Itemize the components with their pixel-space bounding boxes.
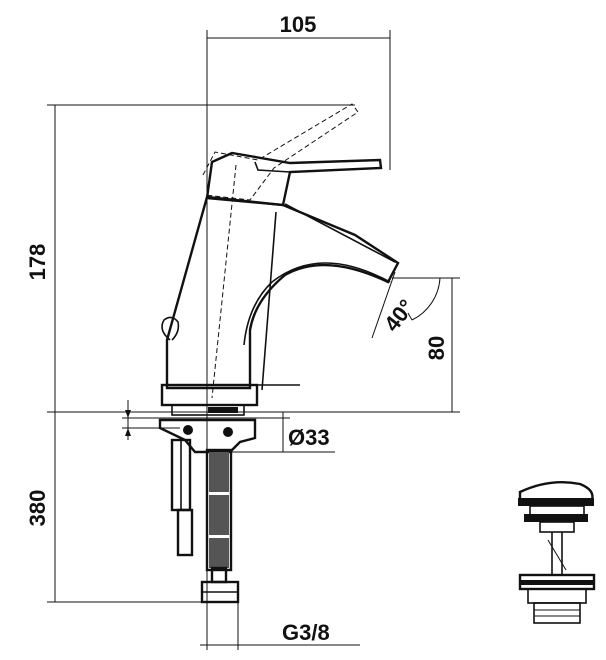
dimension-label-380: 380	[25, 490, 50, 527]
faucet-body	[160, 103, 400, 416]
dimension-angle-spout: 40°	[371, 271, 441, 339]
dimension-hose-length: 380	[25, 412, 210, 603]
dimension-label-80: 80	[424, 336, 449, 360]
pop-up-drain	[518, 481, 596, 624]
dimension-thread: G3/8	[200, 596, 360, 650]
dimension-label-g38: G3/8	[282, 620, 330, 645]
dimension-label-105: 105	[280, 12, 317, 37]
dimension-height-body: 178	[25, 104, 355, 412]
dimension-diameter-hole: Ø33	[122, 400, 335, 453]
dimension-label-diameter-33: Ø33	[288, 425, 330, 450]
dimension-label-178: 178	[25, 244, 50, 281]
dimension-height-spout: 80	[392, 277, 460, 412]
threaded-rod	[170, 438, 194, 557]
dimension-width-top: 105	[206, 12, 391, 650]
supply-hose	[200, 448, 240, 604]
